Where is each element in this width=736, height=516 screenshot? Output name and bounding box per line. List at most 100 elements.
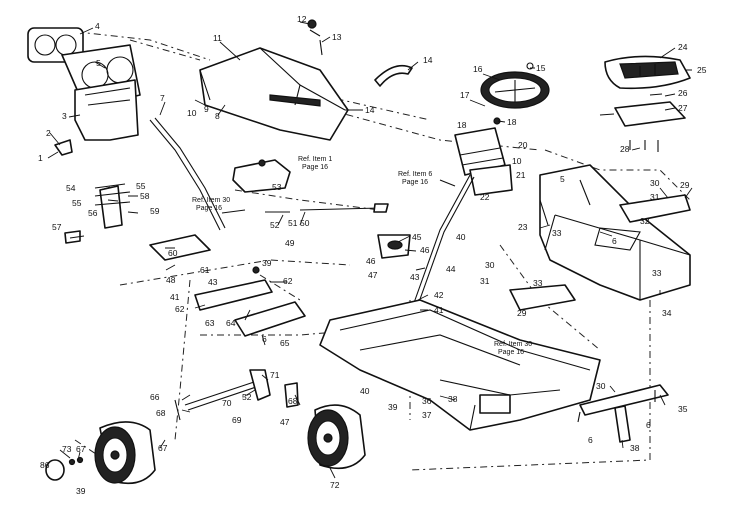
callout-22: 22 [480, 192, 490, 202]
dash-panel [74, 79, 139, 141]
callout-38b: 38 [630, 443, 640, 453]
callout-73: 73 [62, 444, 72, 454]
callout-33a: 33 [552, 228, 562, 238]
callout-28: 28 [620, 144, 630, 154]
callout-46b: 46 [366, 256, 376, 266]
dash-panel-group [27, 27, 141, 156]
callout-55a: 55 [72, 198, 82, 208]
callout-71: 71 [270, 370, 280, 380]
callout-72: 72 [330, 480, 340, 490]
callout-70: 70 [222, 398, 232, 408]
steering-support [469, 164, 513, 196]
callout-86: 86 [40, 460, 50, 470]
callout-65: 65 [280, 338, 290, 348]
callout-4: 4 [95, 21, 100, 31]
callout-35: 35 [678, 404, 688, 414]
reference-notes: Ref. Item 1 Page 16 Ref. Item 6 Page 16 … [192, 156, 532, 356]
ref-note-4-line1: Ref. Item 30 [494, 341, 532, 348]
callout-42: 42 [434, 290, 444, 300]
callout-31b: 31 [480, 276, 490, 286]
frame-group [319, 299, 601, 431]
callout-69: 69 [232, 415, 242, 425]
ref-note-1-line2: Page 16 [302, 164, 328, 171]
panel-29 [619, 194, 691, 223]
callout-48: 48 [166, 275, 176, 285]
tie-rod-group [174, 369, 299, 421]
wheels-group [45, 404, 366, 485]
callout-29a: 29 [680, 180, 690, 190]
callout-6b: 6 [262, 334, 267, 344]
callout-40b: 40 [360, 386, 370, 396]
callout-30c: 30 [596, 381, 606, 391]
callout-18b: 18 [457, 120, 467, 130]
main-frame [319, 299, 601, 431]
callout-10b: 10 [512, 156, 522, 166]
callout-16: 16 [473, 64, 483, 74]
hitch-group [577, 384, 669, 443]
callout-8: 8 [215, 111, 220, 121]
ref-note-3-line2: Page 16 [196, 205, 222, 212]
callout-58: 58 [140, 191, 150, 201]
callout-59: 59 [150, 206, 160, 216]
callout-51: 51 [288, 218, 298, 228]
ref-note-3-line1: Ref. Item 30 [192, 197, 230, 204]
callout-30a: 30 [650, 178, 660, 188]
panel-29b [509, 284, 576, 311]
hood [199, 47, 349, 141]
callout-20: 20 [518, 140, 528, 150]
callout-26: 26 [678, 88, 688, 98]
callout-38a: 38 [448, 394, 458, 404]
callout-68a: 68 [156, 408, 166, 418]
callout-54: 54 [66, 183, 76, 193]
ref-note-1-line1: Ref. Item 1 [298, 156, 332, 163]
callout-53: 53 [272, 182, 282, 192]
callout-49: 49 [285, 238, 295, 248]
hitch-bar [579, 384, 669, 416]
callout-14-top: 14 [423, 55, 433, 65]
callout-52: 52 [270, 220, 280, 230]
callout-30b: 30 [485, 260, 495, 270]
ref-note-2-line2: Page 16 [402, 179, 428, 186]
callout-39b: 39 [76, 486, 86, 496]
callout-40a: 40 [456, 232, 466, 242]
callout-10: 10 [187, 108, 197, 118]
callout-6d: 6 [646, 420, 651, 430]
callout-29b: 29 [517, 308, 527, 318]
callout-3: 3 [62, 111, 67, 121]
callout-55b: 55 [136, 181, 146, 191]
callout-14-hood: 14 [365, 105, 375, 115]
callout-41: 41 [170, 292, 180, 302]
callout-47a: 47 [368, 270, 378, 280]
front-right-wheel [307, 404, 366, 470]
callout-37: 37 [422, 410, 432, 420]
callout-41b: 41 [434, 305, 444, 315]
callout-63: 63 [205, 318, 215, 328]
callout-68b: 68 [288, 396, 298, 406]
callout-60: 60 [168, 248, 178, 258]
callout-82: 66 [150, 392, 160, 402]
ref-note-2-line1: Ref. Item 6 [398, 171, 432, 178]
callout-43: 43 [208, 277, 218, 287]
callout-43b: 43 [410, 272, 420, 282]
axle-63 [194, 279, 273, 311]
callout-50: 50 [300, 218, 310, 228]
callout-36: 36 [422, 396, 432, 406]
bracket-56 [99, 185, 123, 229]
callout-39c: 39 [388, 402, 398, 412]
callout-33c: 33 [533, 278, 543, 288]
bracket-60 [149, 234, 211, 261]
hood-handle [374, 64, 413, 87]
callout-12: 12 [297, 14, 307, 24]
callout-57: 57 [52, 222, 62, 232]
fuel-tank-group [232, 159, 291, 193]
callout-24: 24 [678, 42, 688, 52]
callout-44: 44 [446, 264, 456, 274]
rear-body-group [509, 164, 691, 311]
plate-57 [64, 230, 81, 244]
callout-64: 64 [226, 318, 236, 328]
callout-33b: 33 [652, 268, 662, 278]
callout-18: 18 [507, 117, 517, 127]
callout-5b: 5 [560, 174, 565, 184]
callout-6a: 6 [612, 236, 617, 246]
